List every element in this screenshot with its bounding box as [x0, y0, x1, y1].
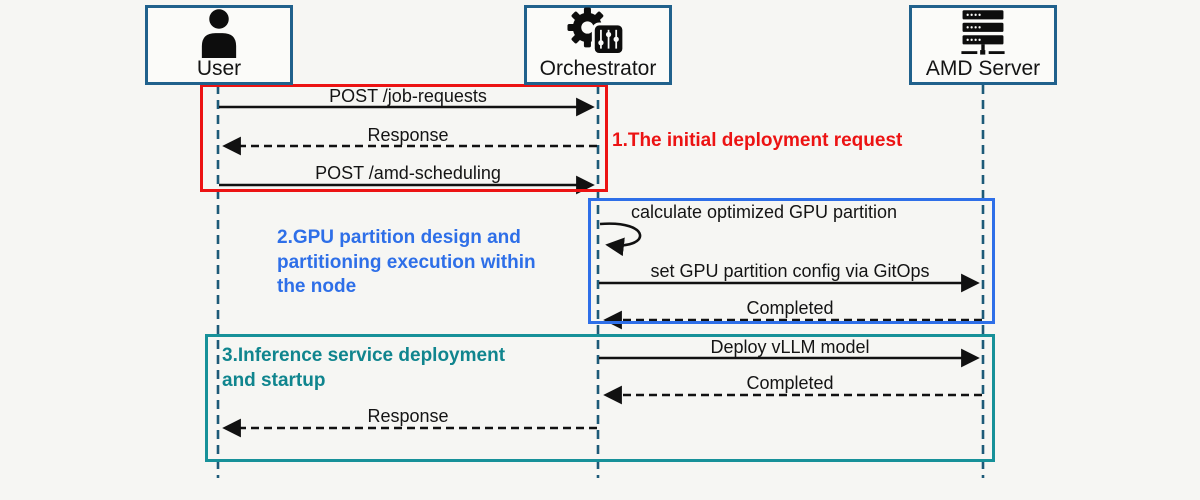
message-label-response-1: Response	[367, 125, 449, 145]
person-icon	[148, 4, 290, 58]
actor-amd-server-label: AMD Server	[925, 57, 1041, 80]
group-label-gpu-partition: 2.GPU partition design and partitioning …	[277, 227, 536, 298]
actor-amd-server: AMD Server	[909, 5, 1057, 85]
gear-sliders-icon	[527, 2, 669, 58]
group-label-initial-deployment: 1.The initial deployment request	[612, 130, 903, 151]
message-label-response-2: Response	[367, 406, 449, 426]
message-label-set-gpu-config: set GPU partition config via GitOps	[650, 261, 930, 281]
group-frame-gpu-partition	[588, 198, 995, 324]
server-rack-icon	[912, 6, 1054, 58]
message-label-completed-2: Completed	[746, 373, 834, 393]
group-frame-inference-deployment	[205, 334, 995, 462]
message-label-post-amd-scheduling: POST /amd-scheduling	[315, 163, 501, 183]
message-label-calculate-partition: calculate optimized GPU partition	[630, 202, 898, 222]
actor-orchestrator: Orchestrator	[524, 5, 672, 85]
message-label-completed-1: Completed	[746, 298, 834, 318]
group-frame-initial-deployment	[200, 84, 608, 192]
actor-orchestrator-label: Orchestrator	[539, 57, 657, 80]
actor-user-label: User	[196, 57, 242, 80]
message-label-deploy-vllm: Deploy vLLM model	[710, 337, 870, 357]
actor-user: User	[145, 5, 293, 85]
arrow-self-loop-calculate-partition	[599, 222, 642, 257]
message-label-post-job-requests: POST /job-requests	[329, 86, 487, 106]
group-label-inference-deployment: 3.Inference service deployment and start…	[222, 345, 506, 391]
